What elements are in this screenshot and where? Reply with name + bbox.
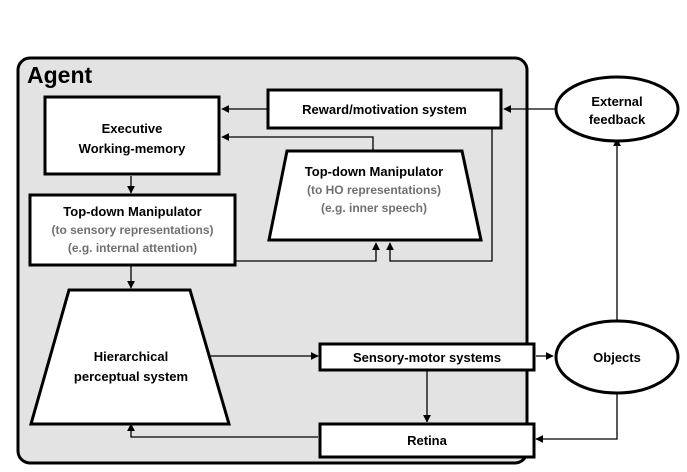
reward-system-label: Reward/motivation system — [302, 102, 467, 117]
topdown-sensory-box: Top-down Manipulator (to sensory represe… — [28, 193, 237, 267]
arrow-objects-to-retina — [535, 394, 618, 443]
hierarchical-perceptual-box: Hierarchical perceptual system — [29, 288, 231, 426]
topdown-ho-box: Top-down Manipulator (to HO representati… — [267, 149, 483, 242]
retina-label: Retina — [407, 433, 448, 448]
reward-system-box: Reward/motivation system — [266, 88, 503, 130]
external-feedback-node: External feedback — [554, 75, 680, 143]
sensorimotor-label: Sensory-motor systems — [353, 350, 501, 365]
objects-label: Objects — [593, 350, 641, 365]
executive-label-line1: Executive — [102, 121, 163, 136]
topdown-ho-line2: (to HO representations) — [307, 183, 441, 197]
agent-title: Agent — [27, 62, 93, 88]
arrow-retina-to-hierarchical — [127, 423, 318, 438]
topdown-sensory-title: Top-down Manipulator — [63, 204, 201, 219]
topdown-ho-line3: (e.g. inner speech) — [321, 201, 427, 215]
executive-label-line2: Working-memory — [79, 141, 186, 156]
objects-node: Objects — [554, 319, 680, 395]
connectors — [127, 105, 621, 443]
topdown-ho-title: Top-down Manipulator — [305, 164, 443, 179]
sensorimotor-box: Sensory-motor systems — [318, 342, 536, 372]
arrow-reward-to-tdho — [386, 128, 493, 262]
external-label-line1: External — [591, 94, 642, 109]
hierarchical-label-line1: Hierarchical — [94, 349, 168, 364]
topdown-sensory-line2: (to sensory representations) — [51, 223, 213, 237]
retina-box: Retina — [318, 422, 536, 459]
external-label-line2: feedback — [589, 112, 646, 127]
topdown-sensory-line3: (e.g. internal attention) — [68, 241, 197, 255]
executive-box: Executive Working-memory — [43, 95, 221, 176]
hierarchical-label-line2: perceptual system — [74, 369, 188, 384]
arrow-tdho-to-executive — [221, 133, 374, 151]
arrow-tdsensory-to-tdho — [236, 242, 380, 262]
